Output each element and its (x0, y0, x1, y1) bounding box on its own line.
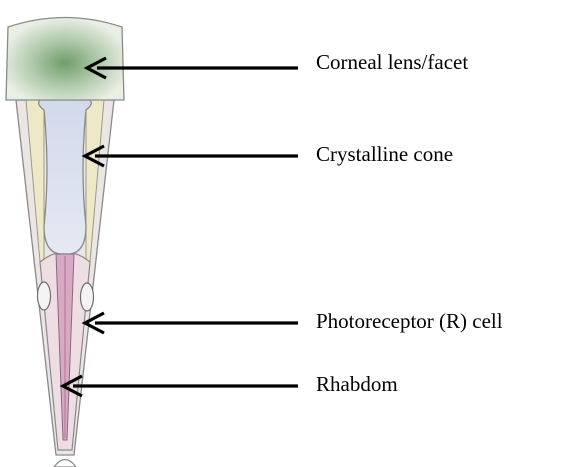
arrow-photoreceptor-cell (85, 313, 298, 333)
photoreceptor-nucleus-right (81, 283, 94, 311)
label-rhabdom: Rhabdom (316, 374, 398, 395)
arrow-rhabdom (63, 376, 298, 396)
photoreceptor-nucleus-left (38, 282, 51, 310)
label-photoreceptor-cell: Photoreceptor (R) cell (316, 311, 503, 332)
basal-opening (54, 460, 76, 467)
arrow-crystalline-cone (85, 146, 298, 166)
label-corneal-lens: Corneal lens/facet (316, 52, 468, 73)
crystalline-cone (39, 100, 92, 254)
label-crystalline-cone: Crystalline cone (316, 144, 453, 165)
